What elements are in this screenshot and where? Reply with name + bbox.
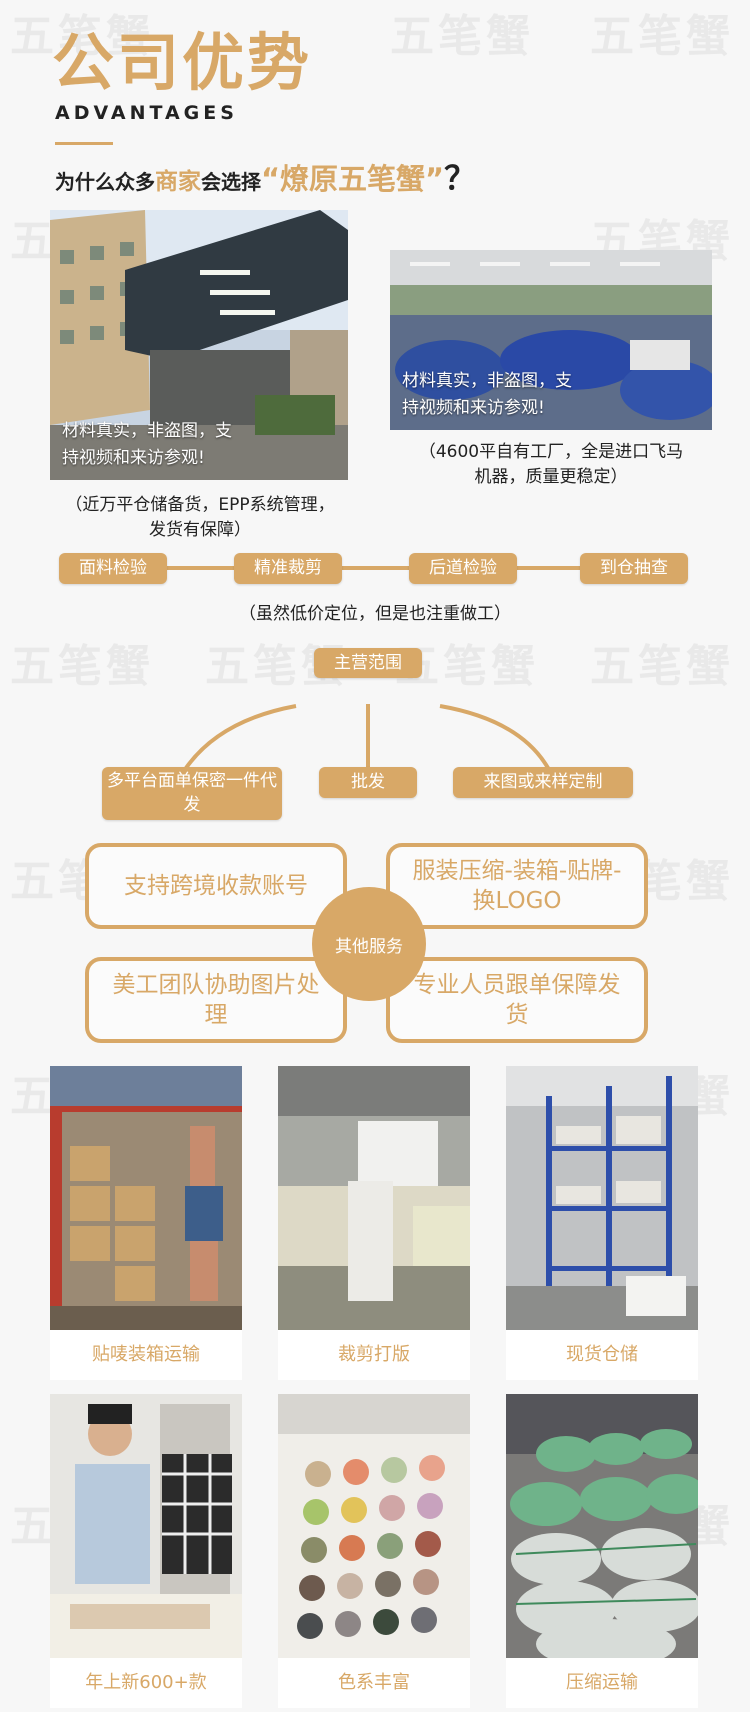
factory-floor-image (390, 250, 712, 430)
question-text: 为什么众多 (55, 170, 155, 194)
page-subtitle: ADVANTAGES (55, 102, 238, 124)
process-note: （虽然低价定位，但是也注重做工） (239, 604, 511, 624)
caption-line: 机器，质量更稳定） (474, 467, 628, 487)
scope-item-dropship: 多平台面单保密一件代发 (102, 767, 282, 820)
gallery-label: 现货仓储 (566, 1344, 638, 1365)
caption-line: （近万平仓储备货，EPP系统管理， (65, 495, 335, 515)
warehouse-photo: 材料真实，非盗图，支 持视频和来访参观! (50, 210, 348, 480)
scope-connectors (184, 704, 550, 770)
title-divider (55, 142, 113, 145)
factory-overlay: 材料真实，非盗图，支 持视频和来访参观! (402, 368, 572, 422)
gallery-image-swatches (278, 1394, 470, 1658)
gallery-image-designer (50, 1394, 242, 1658)
process-step-fabric-inspection: 面料检验 (59, 553, 167, 584)
gallery-tile: 贴唛装箱运输 (50, 1066, 242, 1380)
warehouse-caption: （近万平仓储备货，EPP系统管理， 发货有保障） (40, 493, 360, 543)
question-mark: ？ (444, 159, 477, 197)
scope-title: 主营范围 (314, 648, 422, 678)
gallery-tile: 压缩运输 (506, 1394, 698, 1708)
overlay-line: 持视频和来访参观! (402, 398, 545, 418)
gallery-tile: 裁剪打版 (278, 1066, 470, 1380)
gallery-tile: 色系丰富 (278, 1394, 470, 1708)
service-order-tracking: 专业人员跟单保障发货 (386, 957, 648, 1043)
service-image-design: 美工团队协助图片处理 (85, 957, 347, 1043)
gallery-label: 裁剪打版 (338, 1344, 410, 1365)
gallery-image-cutting (278, 1066, 470, 1330)
overlay-line: 材料真实，非盗图，支 (62, 421, 232, 441)
services-center-badge: 其他服务 (312, 887, 426, 1001)
warehouse-building-image (50, 210, 348, 480)
process-step-warehouse-check: 到仓抽查 (580, 553, 688, 584)
overlay-line: 持视频和来访参观! (62, 448, 205, 468)
scope-item-custom: 来图或来样定制 (453, 767, 633, 798)
caption-line: （4600平自有工厂，全是进口飞马 (418, 442, 684, 462)
gallery-tile: 年上新600+款 (50, 1394, 242, 1708)
page-title: 公司优势 (52, 26, 313, 99)
process-connector (110, 566, 680, 570)
gallery-image-stock (506, 1066, 698, 1330)
question-text: 会选择 (201, 170, 261, 194)
factory-photo: 材料真实，非盗图，支 持视频和来访参观! (390, 250, 712, 430)
service-packing-relabel: 服装压缩-装箱-贴牌-换LOGO (386, 843, 648, 929)
process-step-precise-cutting: 精准裁剪 (234, 553, 342, 584)
warehouse-overlay: 材料真实，非盗图，支 持视频和来访参观! (62, 418, 232, 472)
gallery-label: 压缩运输 (566, 1672, 638, 1693)
headline-question: 为什么众多商家会选择“燎原五笔蟹”？ (55, 153, 476, 199)
gallery-label: 年上新600+款 (85, 1672, 207, 1693)
gallery-label: 贴唛装箱运输 (92, 1344, 200, 1365)
caption-line: 发货有保障） (149, 520, 251, 540)
gallery-image-compressed-bales (506, 1394, 698, 1658)
gallery-label: 色系丰富 (338, 1672, 410, 1693)
overlay-line: 材料真实，非盗图，支 (402, 371, 572, 391)
process-step-final-inspection: 后道检验 (409, 553, 517, 584)
factory-caption: （4600平自有工厂，全是进口飞马 机器，质量更稳定） (386, 440, 716, 490)
question-highlight: 商家 (155, 169, 201, 195)
gallery-image-loading (50, 1066, 242, 1330)
service-cross-border-payment: 支持跨境收款账号 (85, 843, 347, 929)
brand-name: “燎原五笔蟹” (261, 162, 445, 196)
scope-item-wholesale: 批发 (319, 767, 417, 798)
gallery-tile: 现货仓储 (506, 1066, 698, 1380)
